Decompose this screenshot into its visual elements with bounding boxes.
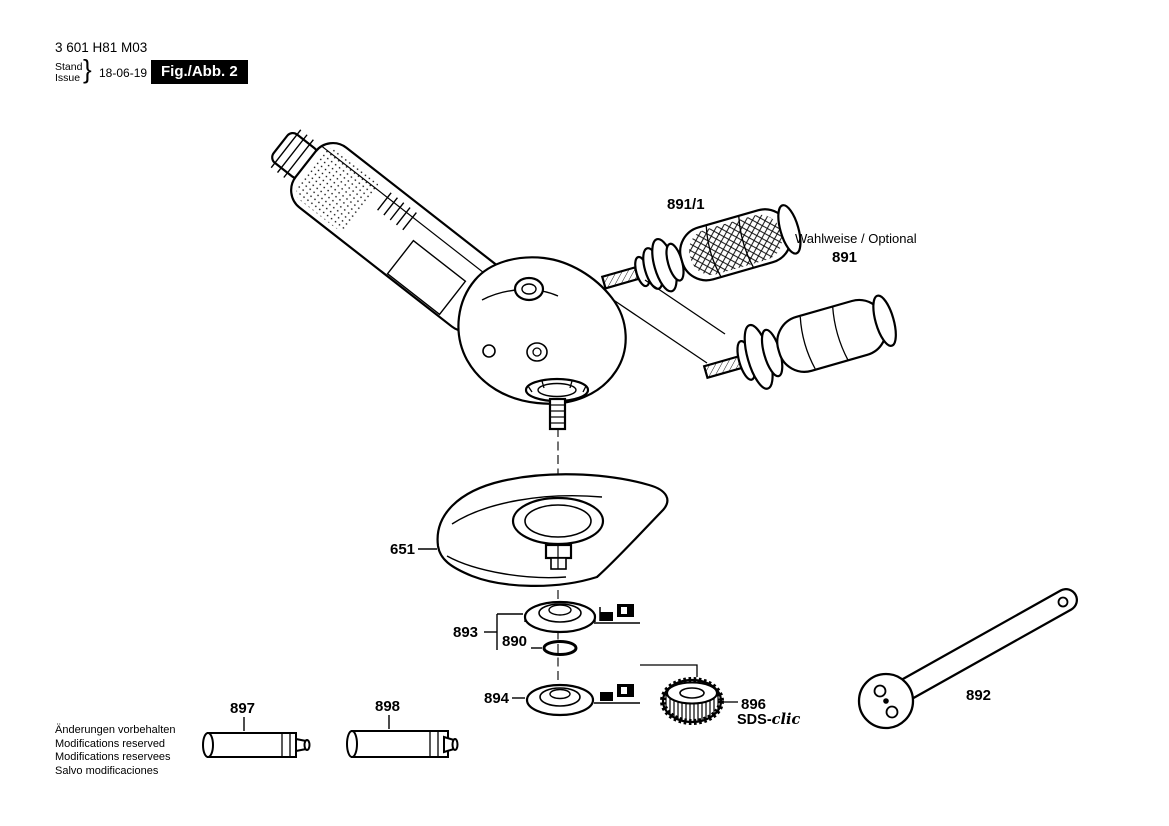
auxiliary-handle-891-1 bbox=[600, 204, 802, 293]
clamping-nut-896 bbox=[660, 677, 738, 725]
grinder-body bbox=[270, 129, 627, 431]
issue-label: Issue bbox=[55, 72, 81, 84]
label-898: 898 bbox=[375, 698, 401, 715]
label-894: 894 bbox=[484, 690, 510, 707]
figure-badge: Fig./Abb. 2 bbox=[151, 60, 248, 84]
o-ring-890 bbox=[542, 640, 578, 656]
issue-date: 18-06-19 bbox=[99, 66, 148, 80]
label-891-1: 891/1 bbox=[667, 196, 705, 213]
sds-suffix: clic bbox=[771, 711, 801, 728]
footer-line: Modifications reservees bbox=[55, 751, 171, 763]
optional-note: Wahlweise / Optional bbox=[795, 231, 917, 246]
sds-clic-branding: SDS-clic bbox=[737, 711, 800, 728]
handle-leader-lines bbox=[611, 279, 726, 364]
grease-tube-897 bbox=[202, 732, 311, 758]
clamp-lever-icon-top bbox=[594, 604, 640, 624]
label-651: 651 bbox=[390, 541, 416, 558]
footer-line: Änderungen vorbehalten bbox=[55, 724, 176, 736]
label-890: 890 bbox=[502, 633, 528, 650]
clamping-flange-893 bbox=[523, 600, 597, 634]
type-number: 3 601 H81 M03 bbox=[55, 40, 148, 55]
label-892: 892 bbox=[966, 687, 992, 704]
nut-leader-line bbox=[640, 664, 698, 677]
label-897: 897 bbox=[230, 700, 256, 717]
sds-prefix: SDS- bbox=[737, 712, 772, 728]
footer-notes: Änderungen vorbehalten Modifications res… bbox=[55, 724, 175, 778]
footer-line: Modifications reserved bbox=[55, 737, 166, 750]
label-891: 891 bbox=[832, 249, 858, 266]
auxiliary-handle-891 bbox=[702, 294, 897, 390]
pin-wrench-892 bbox=[857, 588, 1078, 730]
footer-line: Salvo modificaciones bbox=[55, 764, 159, 777]
label-893: 893 bbox=[453, 624, 479, 641]
label-896: 896 bbox=[741, 696, 767, 713]
grease-tube-898 bbox=[346, 730, 459, 758]
backing-flange-894 bbox=[525, 683, 595, 717]
brace-glyph: } bbox=[83, 54, 92, 84]
stand-label: Stand bbox=[55, 61, 83, 73]
clamp-lever-icon-bottom bbox=[594, 684, 640, 704]
wheel-guard-651 bbox=[436, 473, 669, 587]
label-leader-lines bbox=[243, 548, 542, 731]
